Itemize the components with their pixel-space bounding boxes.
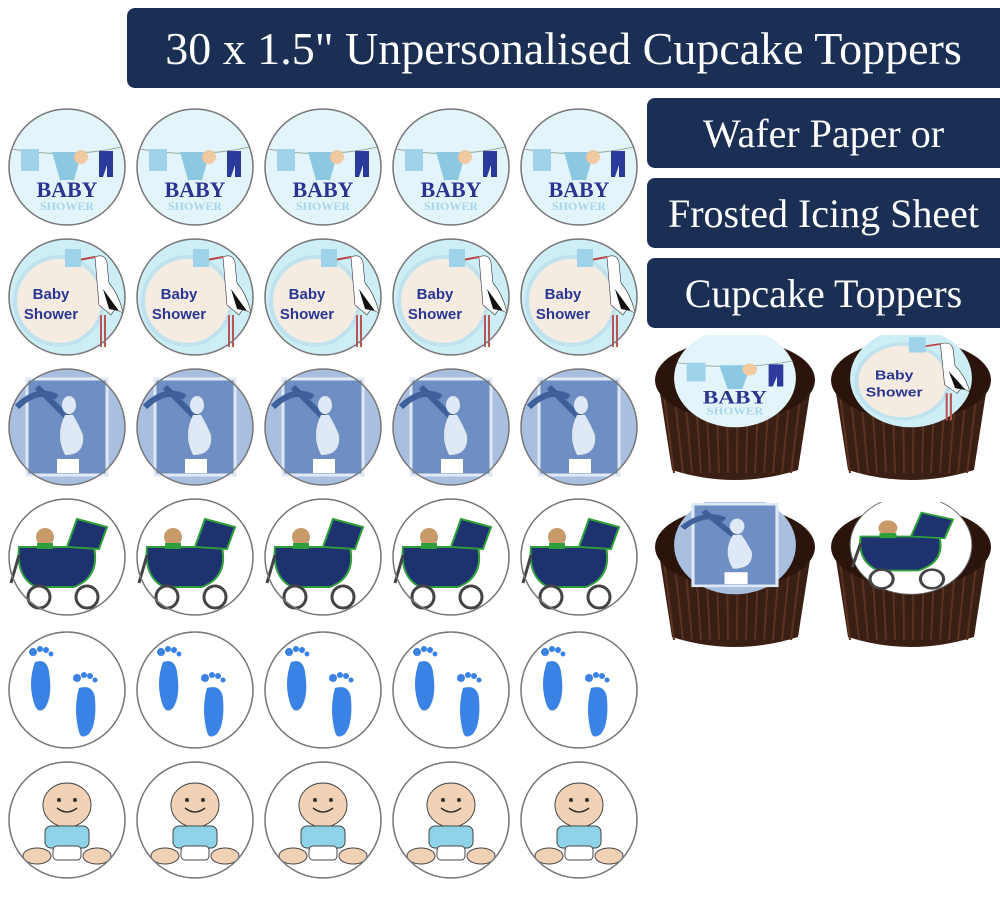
svg-text:Baby: Baby (289, 286, 326, 303)
svg-text:Baby: Baby (161, 286, 198, 303)
topper-stork: Baby Shower (519, 237, 639, 357)
svg-text:BABY: BABY (164, 177, 225, 202)
topper-footprints (135, 630, 255, 750)
svg-text:Shower: Shower (24, 306, 78, 323)
topper-pram (519, 497, 639, 617)
svg-text:Shower: Shower (536, 306, 590, 323)
side-label-text: Wafer Paper or (702, 110, 945, 156)
topper-pregnant-silhouette (519, 367, 639, 487)
topper-pregnant-silhouette (7, 367, 127, 487)
svg-text:Baby: Baby (33, 286, 70, 303)
cupcake-stork: Baby Shower (826, 328, 996, 485)
topper-footprints (7, 630, 127, 750)
topper-pregnant-silhouette (263, 367, 383, 487)
svg-text:Shower: Shower (280, 306, 334, 323)
svg-text:SHOWER: SHOWER (168, 199, 222, 213)
svg-text:Baby: Baby (417, 286, 454, 303)
svg-text:Shower: Shower (152, 306, 206, 323)
topper-footprints (391, 630, 511, 750)
topper-pregnant-silhouette (135, 367, 255, 487)
title-banner: 30 x 1.5" Unpersonalised Cupcake Toppers (127, 8, 1000, 88)
topper-clothesline: BABY SHOWER (135, 107, 255, 227)
svg-text:BABY: BABY (36, 177, 97, 202)
topper-pram (7, 497, 127, 617)
topper-stork: Baby Shower (135, 237, 255, 357)
topper-clothesline: BABY SHOWER (263, 107, 383, 227)
side-label-1: Wafer Paper or (647, 98, 1000, 168)
side-label-text: Frosted Icing Sheet (667, 190, 980, 236)
svg-text:Shower: Shower (408, 306, 462, 323)
svg-text:BABY: BABY (292, 177, 353, 202)
topper-footprints (519, 630, 639, 750)
topper-stork: Baby Shower (263, 237, 383, 357)
title-text: 30 x 1.5" Unpersonalised Cupcake Toppers (165, 22, 962, 74)
side-label-3: Cupcake Toppers (647, 258, 1000, 328)
topper-baby (7, 760, 127, 880)
topper-pram (263, 497, 383, 617)
cupcake-clothesline: BABY SHOWER (650, 328, 820, 485)
side-label-2: Frosted Icing Sheet (647, 178, 1000, 248)
topper-pram (391, 497, 511, 617)
svg-text:Shower: Shower (866, 386, 923, 400)
svg-text:BABY: BABY (420, 177, 481, 202)
svg-text:BABY: BABY (548, 177, 609, 202)
topper-baby (391, 760, 511, 880)
svg-text:SHOWER: SHOWER (707, 407, 764, 418)
topper-clothesline: BABY SHOWER (519, 107, 639, 227)
topper-stork: Baby Shower (7, 237, 127, 357)
topper-stork: Baby Shower (391, 237, 511, 357)
svg-text:SHOWER: SHOWER (552, 199, 606, 213)
svg-text:SHOWER: SHOWER (296, 199, 350, 213)
topper-clothesline: BABY SHOWER (7, 107, 127, 227)
side-label-text: Cupcake Toppers (684, 270, 963, 316)
topper-baby (135, 760, 255, 880)
svg-text:Baby: Baby (875, 369, 914, 383)
cupcake-pram (826, 495, 996, 652)
topper-pram (135, 497, 255, 617)
svg-text:Baby: Baby (545, 286, 582, 303)
topper-footprints (263, 630, 383, 750)
topper-clothesline: BABY SHOWER (391, 107, 511, 227)
topper-baby (519, 760, 639, 880)
cupcake-pregnant-silhouette (650, 495, 820, 652)
topper-pregnant-silhouette (391, 367, 511, 487)
svg-text:SHOWER: SHOWER (40, 199, 94, 213)
svg-text:BABY: BABY (703, 387, 767, 408)
svg-text:SHOWER: SHOWER (424, 199, 478, 213)
topper-baby (263, 760, 383, 880)
